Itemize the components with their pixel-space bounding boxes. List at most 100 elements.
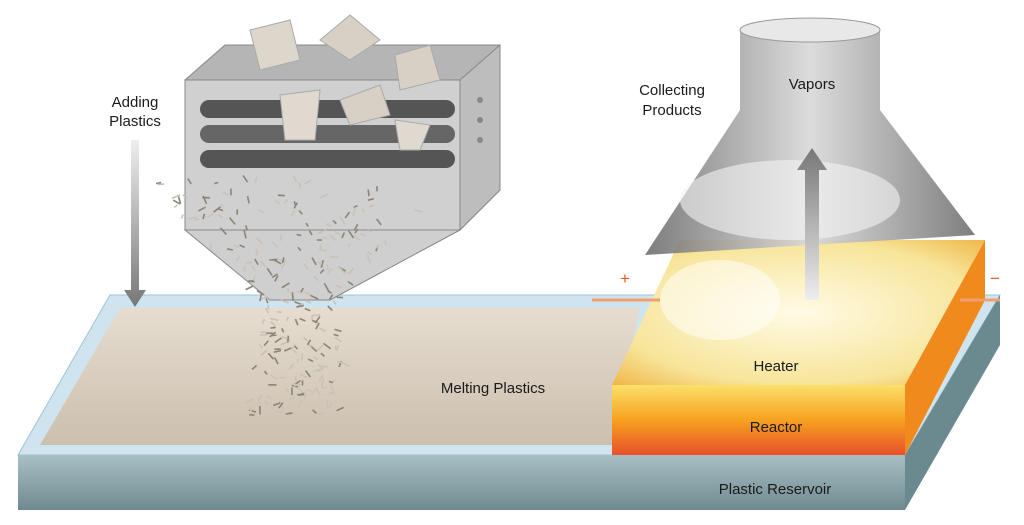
plastic-shred: [335, 344, 340, 351]
plastic-shred: [327, 305, 333, 311]
plastic-shred: [320, 193, 329, 199]
plastic-shred: [312, 409, 317, 415]
plastic-shred: [155, 181, 162, 185]
plastic-shred: [281, 328, 285, 333]
plastic-shred: [248, 280, 255, 283]
plastic-shred: [334, 230, 342, 236]
plastic-shred: [267, 352, 275, 360]
plastic-shred: [300, 353, 304, 361]
plastic-shred: [339, 216, 346, 224]
plastic-shred: [256, 290, 265, 296]
plastic-shred: [281, 260, 287, 269]
plastic-shred: [310, 294, 319, 300]
plastic-shred: [220, 203, 224, 208]
plastic-shred: [263, 340, 270, 347]
plastic-shred: [319, 244, 322, 252]
plastic-shred: [177, 196, 182, 204]
plastic-shred: [368, 204, 375, 208]
plastic-shred: [251, 364, 258, 370]
plastic-shred: [206, 212, 214, 219]
plastic-shred: [321, 365, 329, 368]
plastic-shred: [284, 199, 289, 204]
plastic-shred: [246, 196, 250, 204]
plastic-shred: [326, 264, 330, 271]
plastic-shred: [300, 287, 304, 293]
plastic-shred: [216, 207, 224, 212]
collecting-products-label-2: Products: [642, 102, 701, 119]
plastic-shred: [293, 202, 299, 209]
plastic-shred: [291, 348, 298, 354]
plastic-shred: [323, 342, 332, 350]
plastic-shred: [286, 287, 290, 293]
plastic-shred: [333, 333, 339, 337]
plastic-shred: [226, 248, 233, 251]
plastic-shred: [336, 360, 346, 365]
plastic-shred: [260, 349, 268, 357]
plastic-shred: [304, 307, 311, 312]
plastic-shred: [328, 294, 334, 301]
plastic-shred: [284, 387, 290, 393]
plastic-shred: [311, 386, 318, 395]
plastic-shred: [330, 384, 335, 393]
plastic-shred: [245, 225, 248, 231]
plastic-shred: [336, 406, 344, 412]
plastic-shred: [288, 363, 295, 371]
plastic-shred: [316, 261, 323, 265]
plastic-shred: [323, 282, 330, 292]
plastic-shred: [328, 234, 337, 242]
plastic-shred: [285, 316, 290, 322]
plastic-shred: [271, 273, 278, 279]
plastic-reservoir-label: Plastic Reservoir: [719, 481, 832, 498]
plastic-shred: [296, 233, 302, 237]
plastic-shred: [299, 373, 309, 379]
plastic-shred: [249, 406, 253, 414]
plastic-shred: [352, 206, 357, 216]
plastic-shred: [347, 242, 352, 248]
plastic-shred: [188, 216, 198, 220]
plastic-shred: [311, 319, 318, 324]
plastic-shred: [258, 400, 262, 406]
reactor-label: Reactor: [750, 419, 803, 436]
plastic-shred: [312, 356, 319, 360]
plastic-shred: [291, 292, 294, 302]
vapor-cloud: [680, 160, 900, 240]
plastic-shred: [257, 394, 263, 402]
plastic-shred: [229, 217, 236, 225]
plastic-shred: [267, 304, 270, 310]
plastic-shred: [243, 230, 247, 239]
plastic-shred: [298, 399, 302, 408]
plastic-shred: [258, 209, 265, 214]
plastic-shred: [245, 397, 254, 404]
plastic-shred: [172, 199, 181, 205]
plastic-shred: [209, 242, 213, 251]
plastic-shred: [274, 337, 282, 344]
shredder-hopper: [155, 14, 501, 417]
plastic-shred: [202, 213, 206, 220]
plastic-shred: [318, 375, 324, 382]
heater-label: Heater: [753, 358, 798, 375]
plastic-shred: [292, 382, 296, 387]
plastic-shred: [332, 219, 337, 225]
plastic-shred: [214, 181, 219, 185]
plastic-shred: [414, 209, 423, 213]
plastic-shred: [367, 189, 370, 197]
plastic-shred: [384, 240, 387, 246]
plastic-shred: [292, 175, 298, 183]
plastic-shred: [332, 300, 337, 305]
plastic-shreds: [155, 175, 423, 417]
plastic-shred: [375, 244, 380, 249]
plastic-shred: [303, 179, 312, 185]
plastic-shred: [298, 181, 302, 189]
vapors-label: Vapors: [789, 76, 835, 93]
plastic-shred: [353, 223, 359, 231]
plastic-shred: [348, 267, 355, 276]
plastic-shred: [325, 398, 330, 406]
plastic-shred: [330, 255, 339, 259]
plastic-shred: [280, 299, 289, 304]
plastic-shred: [298, 210, 303, 215]
plastic-shred: [254, 258, 259, 266]
plastic-shred: [306, 339, 312, 346]
plastic-shred: [326, 268, 333, 274]
plastic-shred: [266, 395, 274, 401]
